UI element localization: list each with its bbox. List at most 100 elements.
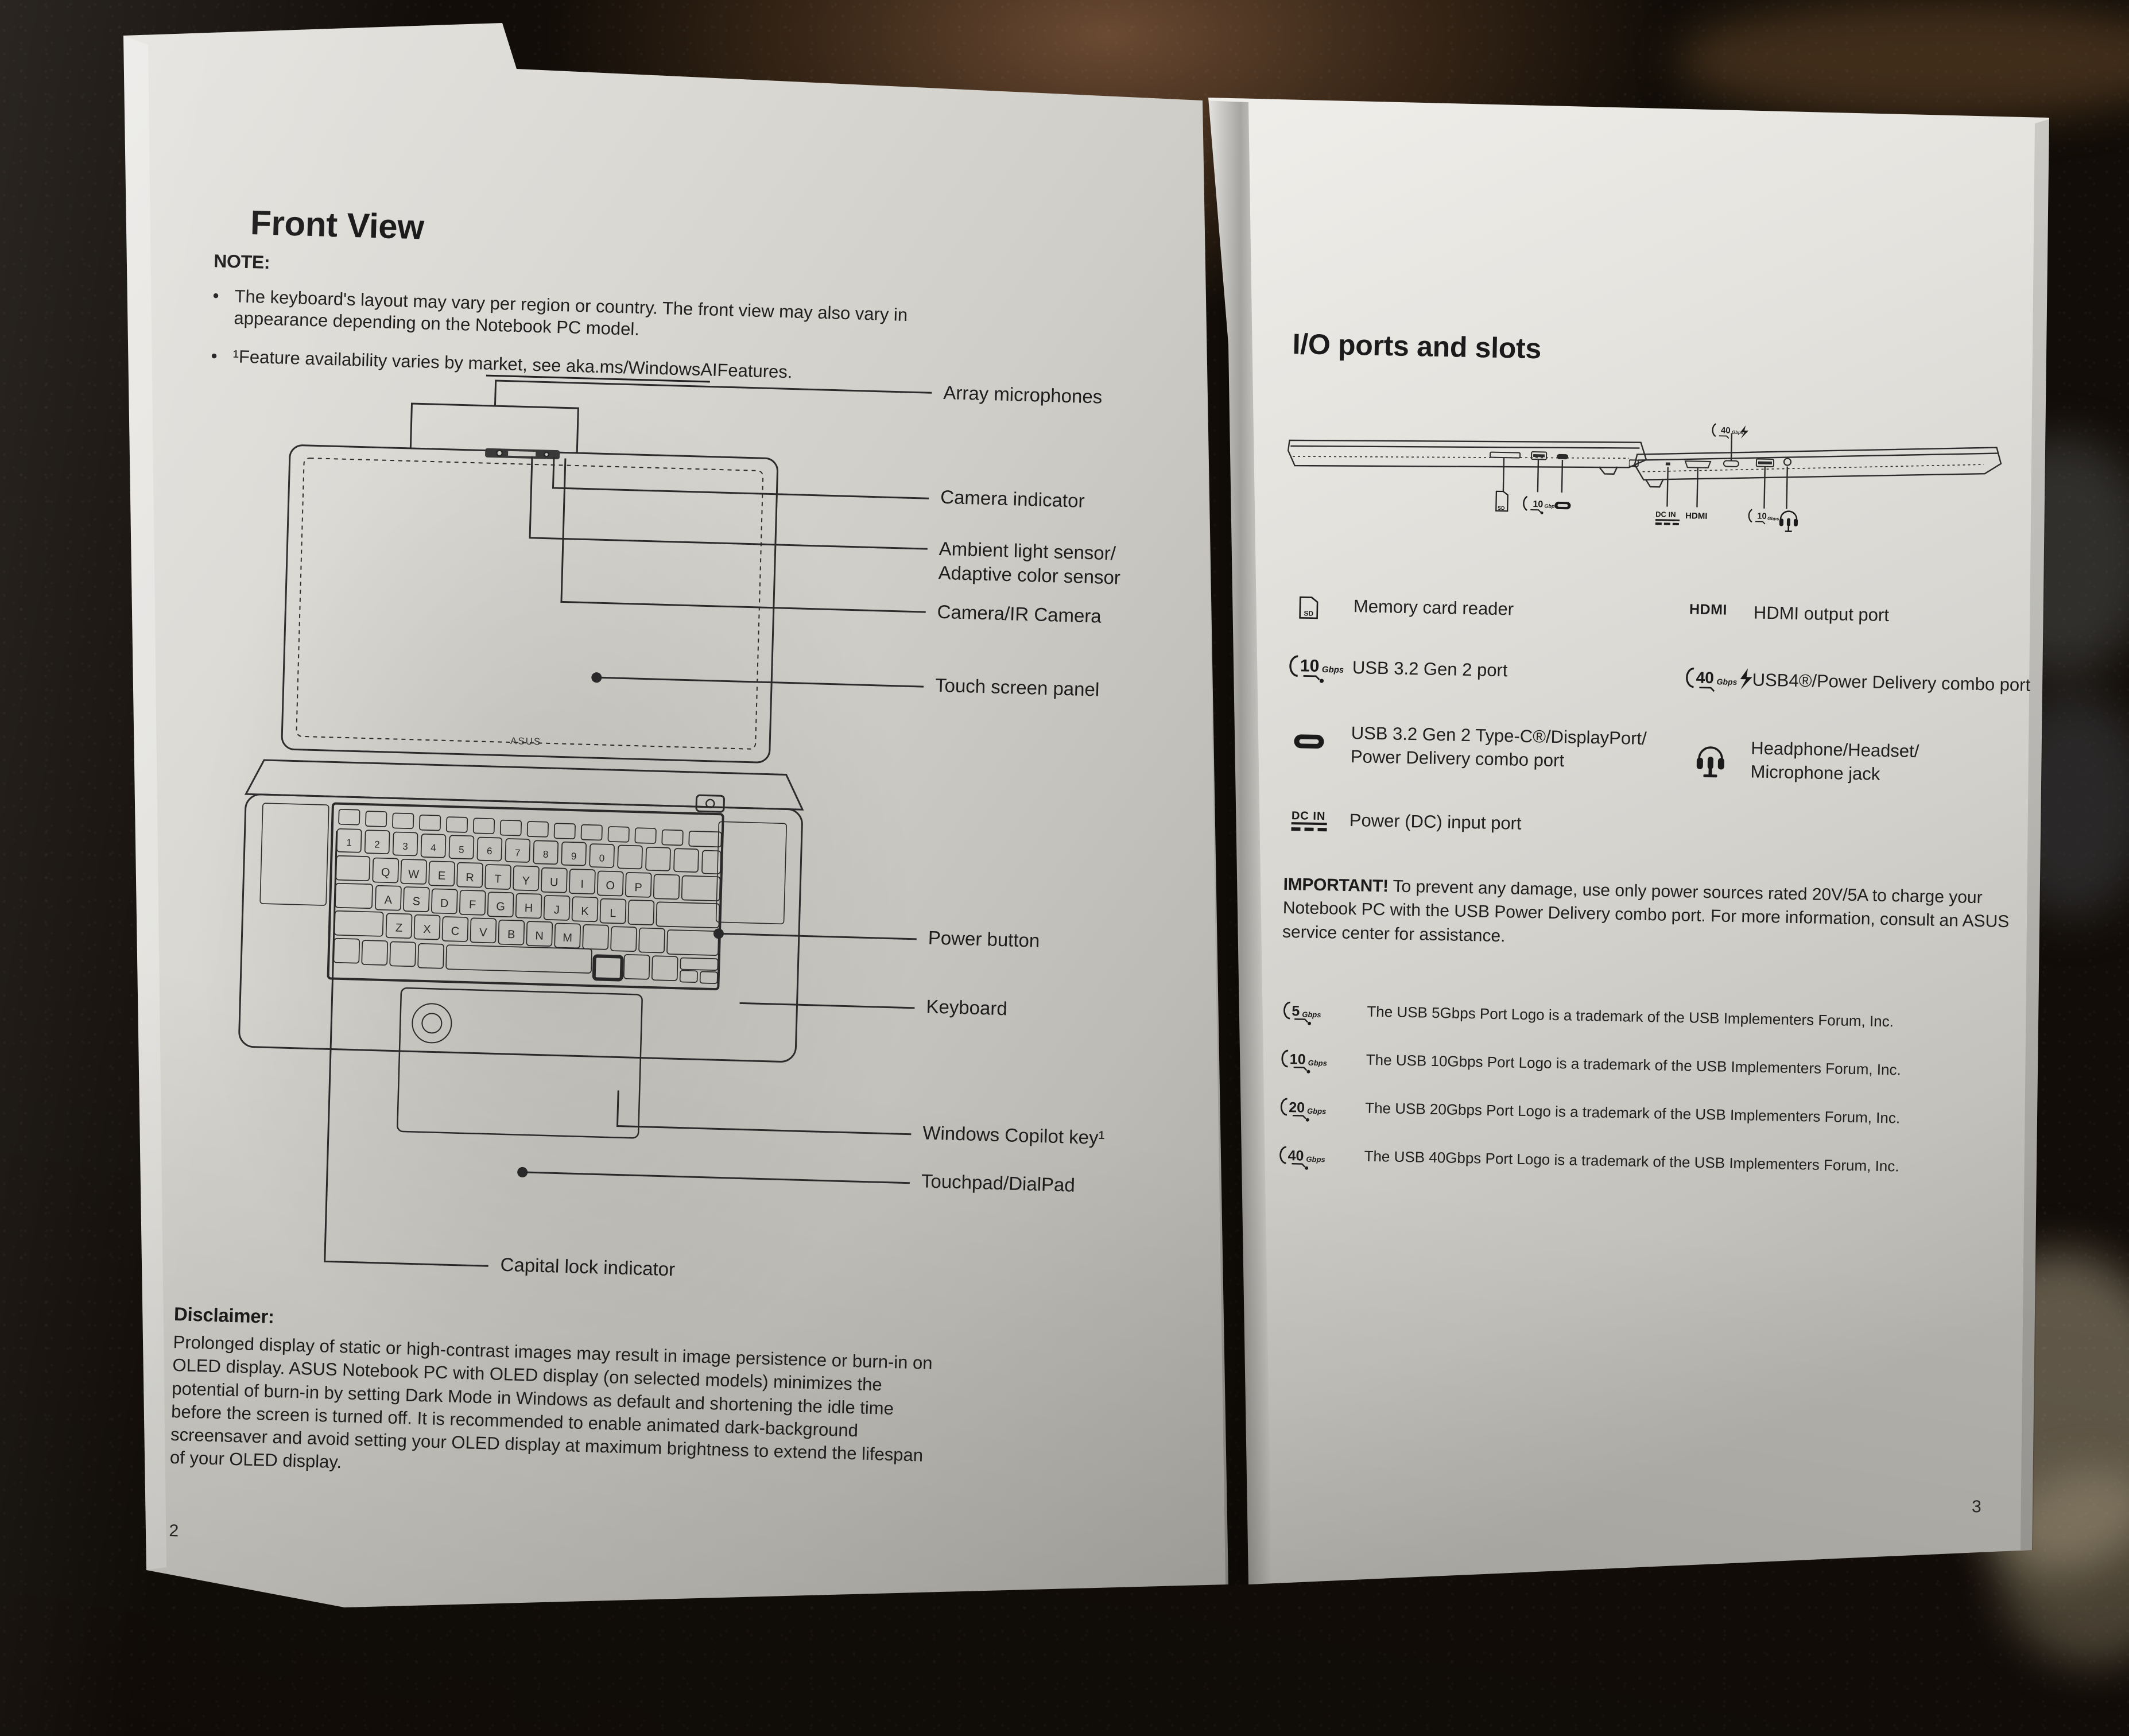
svg-text:4: 4	[431, 842, 436, 853]
port-row-usb32-gen2: 10 Gbps USB 3.2 Gen 2 port	[1285, 652, 1659, 727]
svg-text:Y: Y	[522, 875, 530, 888]
trademark-row-10gbps: 10 Gbps The USB 10Gbps Port Logo is a tr…	[1281, 1047, 2027, 1110]
important-body: To prevent any damage, use only power so…	[1282, 877, 2010, 946]
usb4-40gbps-icon: 40 Gbps	[1686, 667, 1752, 692]
usb-40gbps-icon-tm: 40 Gbps	[1279, 1146, 1325, 1170]
background-blur-top	[1676, 0, 2129, 121]
usb-c-label-l1: USB 3.2 Gen 2 Type-C®/DisplayPort/ Power…	[1350, 723, 1647, 771]
svg-text:Gbps: Gbps	[1308, 1059, 1328, 1068]
laptop-right-side-diagram: 40 Gbps DC IN HDMI 10 Gbps	[1628, 423, 2002, 533]
dc-in-icon: DC IN	[1291, 809, 1327, 832]
svg-text:W: W	[408, 868, 420, 881]
svg-text:Gbps: Gbps	[1306, 1155, 1325, 1164]
svg-text:20: 20	[1289, 1099, 1305, 1116]
note-bullet-2: • ¹Feature availability varies by market…	[211, 345, 963, 388]
page-title-io-ports: I/O ports and slots	[1292, 327, 1542, 365]
svg-text:N: N	[535, 929, 544, 942]
left-page-number: 2	[169, 1521, 179, 1541]
callout-array-microphones: Array microphones	[943, 381, 1103, 408]
svg-text:R: R	[466, 871, 474, 884]
svg-text:Gbps: Gbps	[1544, 503, 1557, 509]
svg-text:H: H	[525, 902, 533, 914]
svg-text:D: D	[440, 897, 449, 910]
usb-trademark-list: 5 Gbps The USB 5Gbps Port Logo is a trad…	[1278, 999, 2028, 1206]
trademark-row-40gbps: 40 Gbps The USB 40Gbps Port Logo is a tr…	[1278, 1144, 2025, 1206]
svg-text:SD: SD	[1304, 609, 1313, 617]
ports-legend-right-column: HDMI HDMI output port 40 Gbps USB4®/Powe…	[1685, 598, 2045, 811]
svg-text:Z: Z	[395, 922, 403, 935]
svg-text:L: L	[610, 907, 616, 920]
port-label-usb-type-c-line1: USB 3.2 Gen 2 Type-C®/DisplayPort/ Power…	[1351, 722, 1647, 774]
svg-text:40: 40	[1696, 669, 1714, 687]
svg-text:G: G	[496, 900, 505, 913]
svg-text:6: 6	[487, 846, 492, 857]
callout-keyboard: Keyboard	[926, 995, 1008, 1020]
svg-text:Gbps: Gbps	[1716, 677, 1737, 687]
svg-text:P: P	[634, 881, 642, 894]
usb-type-c-icon	[1294, 734, 1324, 749]
laptop-front-view-diagram: ASUS	[238, 444, 804, 1139]
note-bullet-1-text: The keyboard's layout may vary per regio…	[234, 286, 908, 339]
svg-text:40: 40	[1721, 425, 1731, 435]
usb-5gbps-icon: 5 Gbps	[1283, 1001, 1321, 1025]
svg-text:M: M	[563, 932, 572, 944]
svg-text:X: X	[423, 923, 431, 936]
svg-text:Gbps: Gbps	[1307, 1107, 1327, 1116]
hdmi-icon: HDMI	[1689, 601, 1728, 618]
svg-text:A: A	[384, 894, 393, 906]
svg-text:DC IN: DC IN	[1292, 809, 1326, 823]
usb-20gbps-icon: 20 Gbps	[1280, 1098, 1327, 1122]
svg-text:Gbps: Gbps	[1767, 516, 1779, 521]
svg-text:U: U	[550, 876, 559, 889]
svg-text:10: 10	[1757, 512, 1767, 521]
note-bullet-2-text: ¹Feature availability varies by market, …	[232, 346, 793, 382]
svg-text:F: F	[469, 898, 476, 911]
port-row-usb-type-c: USB 3.2 Gen 2 Type-C®/DisplayPort/ Power…	[1283, 720, 1658, 813]
svg-text:8: 8	[543, 849, 549, 860]
important-label: IMPORTANT!	[1283, 874, 1389, 896]
svg-text:SD: SD	[1498, 505, 1505, 511]
svg-text:1: 1	[346, 837, 352, 848]
port-row-headphone-jack: Headphone/Headset/ Microphone jack	[1685, 735, 2042, 811]
svg-text:2: 2	[374, 839, 380, 850]
right-page-number: 3	[1971, 1497, 1982, 1517]
svg-text:I: I	[580, 878, 584, 891]
svg-text:10: 10	[1300, 656, 1320, 676]
svg-text:0: 0	[599, 852, 605, 863]
svg-text:9: 9	[571, 851, 577, 862]
port-row-memory-card-reader: SD Memory card reader	[1286, 591, 1661, 658]
note-bullet-1: • The keyboard's layout may vary per reg…	[212, 285, 965, 349]
page-title-front-view: Front View	[250, 203, 425, 247]
svg-text:40: 40	[1288, 1148, 1304, 1164]
svg-text:DC IN: DC IN	[1655, 510, 1676, 519]
svg-text:O: O	[606, 879, 615, 892]
note-heading: NOTE:	[213, 250, 270, 273]
usb-10gbps-icon: 10 Gbps	[1289, 655, 1344, 683]
callout-camera-ir-camera: Camera/IR Camera	[937, 600, 1102, 627]
port-label-usb32-gen2: USB 3.2 Gen 2 port	[1352, 657, 1508, 681]
svg-text:ASUS: ASUS	[510, 735, 542, 747]
trademark-row-5gbps: 5 Gbps The USB 5Gbps Port Logo is a trad…	[1281, 999, 2028, 1061]
laptop-left-side-diagram: SD 10 Gbps	[1287, 439, 1647, 514]
svg-text:V: V	[479, 927, 488, 939]
headset-jack-icon	[1696, 746, 1724, 778]
important-note: IMPORTANT! To prevent any damage, use on…	[1282, 873, 2018, 958]
svg-text:10: 10	[1533, 499, 1543, 509]
svg-text:Gbps: Gbps	[1732, 430, 1744, 435]
usb-10gbps-icon-tm: 10 Gbps	[1281, 1049, 1328, 1074]
ports-legend-left-column: SD Memory card reader 10 Gbps USB 3.2 Ge…	[1282, 591, 1661, 871]
callout-camera-indicator: Camera indicator	[940, 486, 1085, 512]
svg-text:Gbps: Gbps	[1322, 665, 1344, 675]
svg-text:B: B	[507, 928, 515, 941]
svg-text:5: 5	[459, 844, 464, 855]
svg-text:10: 10	[1290, 1051, 1306, 1068]
svg-text:7: 7	[515, 847, 521, 858]
svg-text:E: E	[438, 870, 446, 882]
svg-text:Gbps: Gbps	[1302, 1010, 1321, 1020]
callout-touchpad-dialpad: Touchpad/DialPad	[921, 1170, 1076, 1196]
trademark-text-5gbps: The USB 5Gbps Port Logo is a trademark o…	[1367, 1002, 1894, 1030]
svg-text:C: C	[451, 925, 459, 937]
svg-text:T: T	[494, 873, 502, 885]
